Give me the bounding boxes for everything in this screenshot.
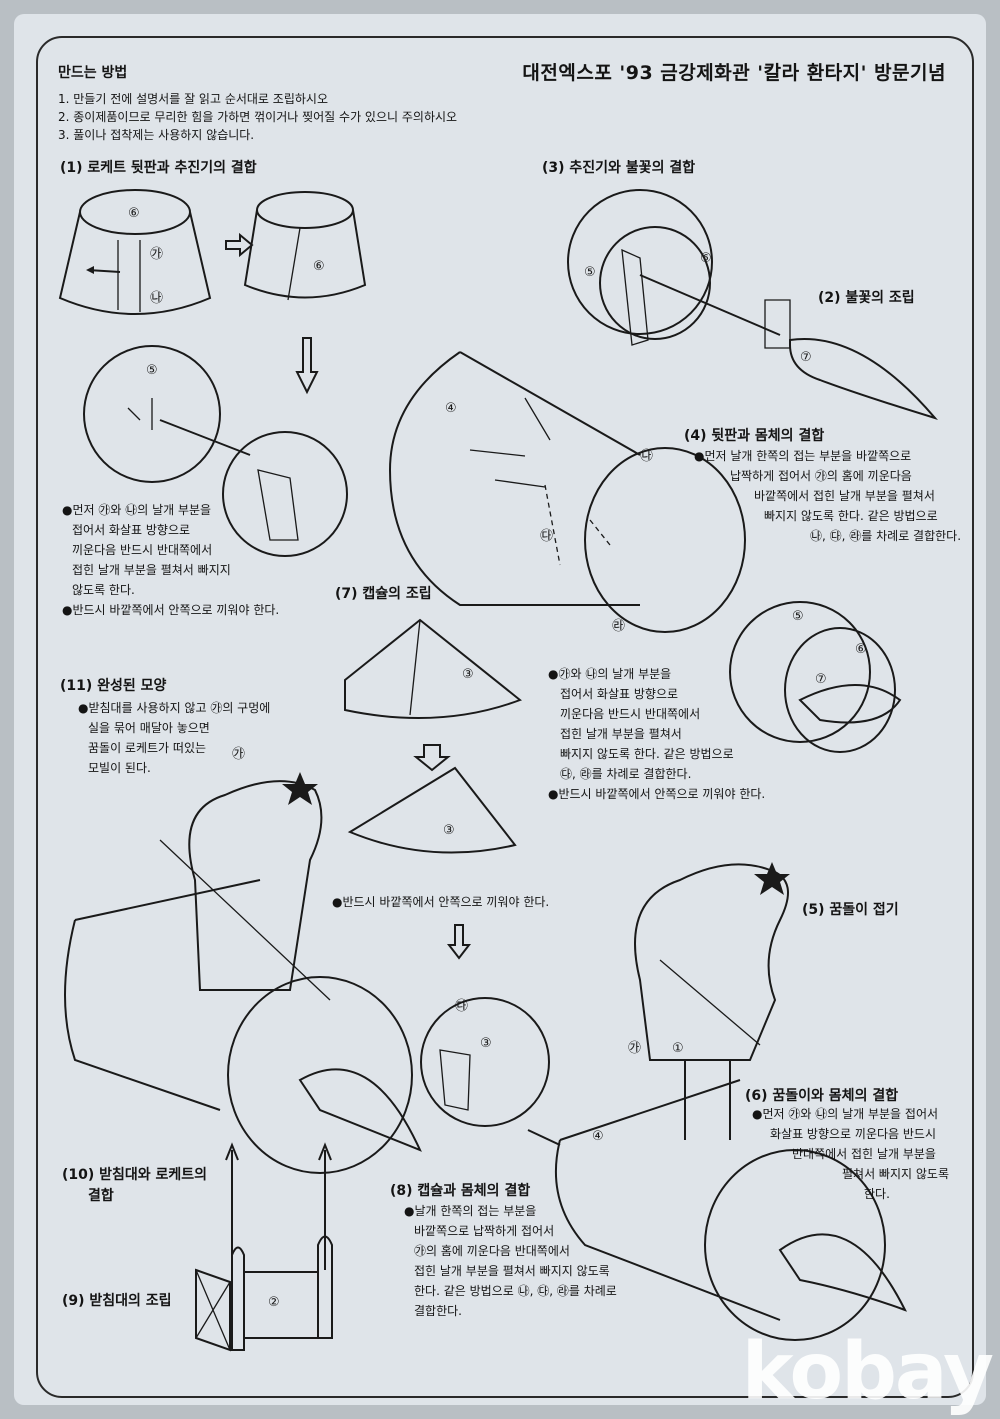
step11-finished-diagram: ㉮ <box>64 747 422 1270</box>
instruction-sheet <box>14 14 986 1405</box>
label-part4-b: ④ <box>592 1129 604 1144</box>
label-part3-c: ③ <box>480 1036 492 1051</box>
step1-note-line: ●먼저 ㉮와 ㉯의 날개 부분을 <box>62 503 212 517</box>
step4-body-diagram: ④ ㉯ ㉰ ㉱ ⑤ ⑥ ⑦ <box>388 351 902 753</box>
step1-disc-diagram: ⑤ <box>83 345 348 557</box>
step7-note: ●반드시 바깥쪽에서 안쪽으로 끼워야 한다. <box>332 892 549 912</box>
step4-note-line: 바깥쪽에서 접힌 날개 부분을 펼쳐서 <box>754 489 935 503</box>
step11-note-line: 모빌이 된다. <box>88 761 151 775</box>
sheet-border <box>36 36 974 1398</box>
step6-note: ●먼저 ㉮와 ㉯의 날개 부분을 접어서 화살표 방향으로 끼운다음 반드시 반… <box>752 1104 949 1204</box>
howto-title: 만드는 방법 <box>58 65 128 81</box>
step8-note-line: ㉮의 홈에 끼운다음 반대쪽에서 <box>414 1244 570 1258</box>
step3-engine-diagram: ⑤ ⑥ ⑦ <box>567 189 938 420</box>
step8-note-line: 결합한다. <box>414 1304 462 1318</box>
label-na-b: ㉯ <box>640 449 653 464</box>
label-part5-c: ⑤ <box>792 609 804 624</box>
step5-character-diagram: ① ㉮ <box>628 862 790 1140</box>
label-ra-a: ㉱ <box>612 619 625 634</box>
label-da-a: ㉰ <box>540 529 553 544</box>
step4-note-line: 빠지지 않도록 한다. 같은 방법으로 <box>764 509 938 523</box>
label-part5-a: ⑤ <box>146 363 158 378</box>
step4-note-line: ●먼저 날개 한쪽의 접는 부분을 바깥쪽으로 <box>694 449 912 463</box>
step4b-note-line: 끼운다음 반드시 반대쪽에서 <box>560 707 701 721</box>
step6-note-line: ●먼저 ㉮와 ㉯의 날개 부분을 접어서 <box>752 1107 939 1121</box>
label-da-b: ㉰ <box>455 999 468 1014</box>
label-ga-a: ㉮ <box>150 247 163 262</box>
step9-stand-diagram: ② <box>195 1235 333 1352</box>
howto-line-2: 2. 종이제품이므로 무리한 힘을 가하면 꺾이거나 찢어질 수가 있으니 주의… <box>58 110 458 124</box>
step8-note-line: 한다. 같은 방법으로 ㉯, ㉰, ㉱를 차례로 <box>414 1284 617 1298</box>
step4b-note-line: ●반드시 바깥쪽에서 안쪽으로 끼워야 한다. <box>548 787 766 801</box>
step1-note-line: 접힌 날개 부분을 펼쳐서 빠지지 <box>72 563 231 577</box>
label-part3-a: ③ <box>462 667 474 682</box>
step1-title: (1) 로케트 뒷판과 추진기의 결합 <box>60 160 257 176</box>
step10-title-2: 결합 <box>88 1188 114 1204</box>
step4b-note-line: 접어서 화살표 방향으로 <box>560 687 679 701</box>
step5-title: (5) 꿈돌이 접기 <box>802 902 899 918</box>
step7-title: (7) 캡슐의 조립 <box>335 586 432 602</box>
step1-note-line: 끼운다음 반드시 반대쪽에서 <box>72 543 213 557</box>
step6-note-line: 반대쪽에서 접힌 날개 부분을 <box>792 1147 936 1161</box>
step1-note-line: ●반드시 바깥쪽에서 안쪽으로 끼워야 한다. <box>62 603 280 617</box>
step11-note-line: ●받침대를 사용하지 않고 ㉮의 구멍에 <box>78 701 271 715</box>
step4b-note-line: ●㉮와 ㉯의 날개 부분을 <box>548 667 672 681</box>
step3-title: (3) 추진기와 불꽃의 결합 <box>542 160 696 176</box>
step8-capsule-body-diagram: ③ ㉰ ④ <box>420 997 908 1341</box>
label-part2: ② <box>268 1295 280 1310</box>
step1-note: ●먼저 ㉮와 ㉯의 날개 부분을 접어서 화살표 방향으로 끼운다음 반드시 반… <box>62 500 279 620</box>
step8-title: (8) 캡슐과 몸체의 결합 <box>390 1183 531 1199</box>
label-part4-a: ④ <box>445 401 457 416</box>
step7-capsule-diagram: ③ ③ <box>344 618 522 960</box>
step11-note-line: 꿈돌이 로케트가 떠있는 <box>88 741 207 755</box>
step11-note-line: 실을 묶어 매달아 놓으면 <box>88 721 210 735</box>
step2-title: (2) 불꽃의 조립 <box>818 290 915 306</box>
step8-note-line: ●날개 한쪽의 접는 부분을 <box>404 1204 537 1218</box>
step8-note-line: 접힌 날개 부분을 펼쳐서 빠지지 않도록 <box>414 1264 610 1278</box>
step6-note-line: 펼쳐서 빠지지 않도록 <box>842 1167 949 1181</box>
howto-line-3: 3. 풀이나 접착제는 사용하지 않습니다. <box>58 128 255 142</box>
label-part6-c: ⑥ <box>700 251 712 266</box>
label-part7-b: ⑦ <box>815 672 827 687</box>
label-part5-b: ⑤ <box>584 265 596 280</box>
step4b-note-line: ㉰, ㉱를 차례로 결합한다. <box>560 767 692 781</box>
step9-title: (9) 받침대의 조립 <box>62 1293 172 1309</box>
label-part1: ① <box>672 1041 684 1056</box>
label-ga-b: ㉮ <box>628 1041 641 1056</box>
step4-note: ●먼저 날개 한쪽의 접는 부분을 바깥쪽으로 납짝하게 접어서 ㉮의 홈에 끼… <box>694 446 961 546</box>
step4b-note-line: 빠지지 않도록 한다. 같은 방법으로 <box>560 747 734 761</box>
label-part7-a: ⑦ <box>800 350 812 365</box>
step11-title: (11) 완성된 모양 <box>60 678 167 694</box>
step8-note: ●날개 한쪽의 접는 부분을 바깥쪽으로 납짝하게 접어서 ㉮의 홈에 끼운다음… <box>404 1201 617 1321</box>
step8-note-line: 바깥쪽으로 납짝하게 접어서 <box>414 1224 555 1238</box>
step6-note-line: 한다. <box>864 1187 890 1201</box>
step10-title-1: (10) 받침대와 로케트의 <box>62 1167 208 1183</box>
label-part6-d: ⑥ <box>855 642 867 657</box>
watermark: kobay <box>741 1327 994 1417</box>
step6-note-line: 화살표 방향으로 끼운다음 반드시 <box>770 1127 937 1141</box>
step1-note-line: 접어서 화살표 방향으로 <box>72 523 191 537</box>
step7-note-line: ●반드시 바깥쪽에서 안쪽으로 끼워야 한다. <box>332 895 550 909</box>
step11-note: ●받침대를 사용하지 않고 ㉮의 구멍에 실을 묶어 매달아 놓으면 꿈돌이 로… <box>78 698 270 778</box>
step1-cone-diagram: ⑥ ㉮ ㉯ ⑥ <box>58 189 367 395</box>
header-title: 대전엑스포 '93 금강제화관 '칼라 환타지' 방문기념 <box>522 62 946 84</box>
label-part6-b: ⑥ <box>313 259 325 274</box>
step4-note-line: ㉯, ㉰, ㉱를 차례로 결합한다. <box>810 529 962 543</box>
step1-note-line: 않도록 한다. <box>72 583 135 597</box>
step4-note-line: 납짝하게 접어서 ㉮의 홈에 끼운다음 <box>730 469 912 483</box>
label-ga-c: ㉮ <box>232 747 245 762</box>
label-part3-b: ③ <box>443 823 455 838</box>
label-na-a: ㉯ <box>150 291 163 306</box>
step6-title: (6) 꿈돌이와 몸체의 결합 <box>745 1088 899 1104</box>
step4b-note-line: 접힌 날개 부분을 펼쳐서 <box>560 727 682 741</box>
label-part6-a: ⑥ <box>128 206 140 221</box>
step4b-note: ●㉮와 ㉯의 날개 부분을 접어서 화살표 방향으로 끼운다음 반드시 반대쪽에… <box>548 664 765 804</box>
step4-title: (4) 뒷판과 몸체의 결합 <box>684 428 825 444</box>
howto-line-1: 1. 만들기 전에 설명서를 잘 읽고 순서대로 조립하시오 <box>58 92 328 106</box>
